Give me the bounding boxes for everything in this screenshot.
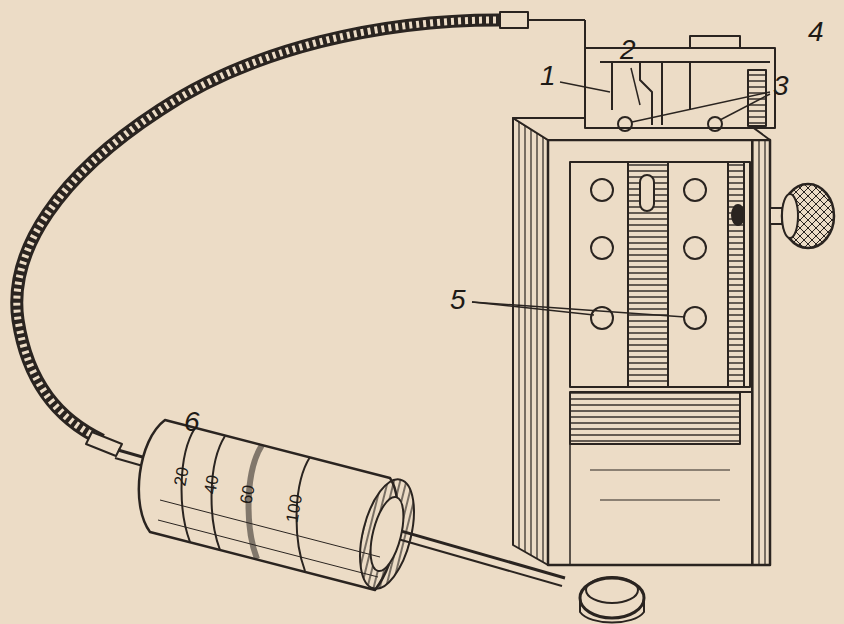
case-front — [548, 140, 770, 565]
cylinder — [139, 420, 398, 590]
callout-number: 1 — [540, 62, 556, 90]
lower-block — [570, 391, 752, 393]
cylinder-groove — [160, 500, 380, 557]
hose-fitting — [86, 432, 122, 456]
scale-number: 20 — [171, 466, 191, 488]
hose-braid — [17, 20, 510, 440]
callout-number: 6 — [184, 408, 200, 436]
cylinder-groove — [158, 520, 378, 577]
hose — [17, 20, 510, 440]
top-frame — [585, 48, 775, 128]
lower-block — [570, 392, 740, 444]
cylinder-end — [350, 474, 424, 594]
case-side — [513, 118, 548, 565]
hole — [684, 237, 706, 259]
top-part — [612, 62, 690, 125]
callout-number: 5 — [450, 286, 466, 314]
hole — [684, 307, 706, 329]
hose-pipe — [584, 20, 586, 50]
leader-line — [632, 92, 770, 122]
knob-face — [782, 194, 798, 238]
window — [708, 117, 722, 131]
top-pipe — [690, 36, 740, 48]
floor-line — [590, 470, 730, 471]
knob — [782, 184, 834, 248]
window — [618, 117, 632, 131]
case-right-strip — [752, 140, 770, 565]
hose-pipe — [528, 19, 585, 21]
leader-line — [720, 94, 770, 120]
callout-number: 4 — [808, 18, 824, 46]
ring — [586, 577, 638, 603]
floor-line — [600, 500, 720, 501]
callout-number: 3 — [773, 72, 789, 100]
pointer — [732, 205, 744, 225]
scale-number: 60 — [237, 484, 257, 506]
scale-number: 100 — [283, 493, 305, 524]
ring — [580, 578, 644, 618]
scale-number: 40 — [201, 474, 221, 496]
hole — [591, 179, 613, 201]
leader-line — [560, 82, 610, 92]
leader-line — [472, 302, 685, 317]
hole — [684, 179, 706, 201]
cylinder-end — [364, 494, 410, 575]
callout-number: 2 — [620, 36, 636, 64]
hole — [591, 237, 613, 259]
column-slot — [640, 175, 654, 211]
central-column — [628, 162, 668, 387]
floor — [569, 444, 571, 565]
leader-line — [631, 68, 640, 105]
ring — [580, 598, 644, 623]
inner-panel — [570, 162, 750, 387]
side-scale — [728, 162, 744, 387]
hose-fitting — [500, 12, 528, 28]
